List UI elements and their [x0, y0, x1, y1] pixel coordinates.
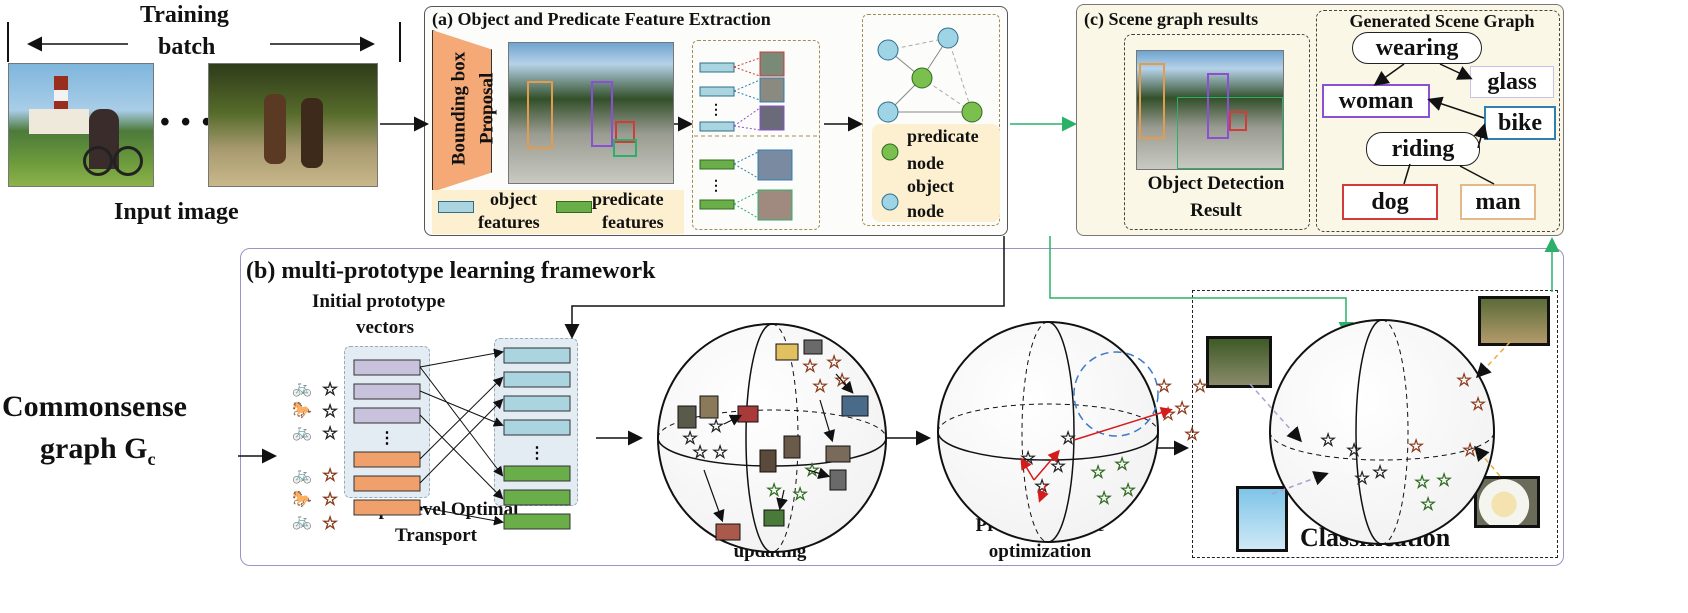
- updating-label-line2: updating: [733, 541, 807, 562]
- input-image-label: Input image: [114, 199, 239, 225]
- node-dog: dog: [1342, 184, 1438, 220]
- node-riding: riding: [1366, 132, 1480, 166]
- node-wearing: wearing: [1352, 32, 1482, 64]
- loss-ics: ℒICS: [1004, 371, 1041, 400]
- detection-label-line1: Object Detection: [1147, 173, 1285, 194]
- detection-photo-c: [1136, 50, 1284, 170]
- predicate-features-line1: predicate: [592, 189, 664, 209]
- feature-crops-box: [692, 40, 820, 230]
- input-photo-lighthouse: [8, 63, 154, 187]
- riding-label: riding: [1302, 430, 1360, 456]
- optimization-label-line2: optimization: [988, 541, 1092, 562]
- bbox-proposal-label-line2: Proposal: [476, 72, 498, 145]
- transport-label-line1: Triple-level Optimal: [353, 499, 519, 520]
- commonsense-line2: graph Gc: [40, 432, 156, 470]
- loss-ics-symbol: ℒ: [1004, 371, 1020, 396]
- panel-c-title: (c) Scene graph results: [1084, 9, 1259, 29]
- optimization-label-line1: Prototype space: [975, 515, 1105, 536]
- classification-label: Classification: [1300, 523, 1451, 552]
- object-node-line2: node: [907, 201, 945, 221]
- initial-prototype-line1: Initial prototype: [312, 291, 446, 312]
- object-feature-swatch: [438, 201, 474, 213]
- node-bike: bike: [1484, 106, 1556, 140]
- batch-ellipsis: • • •: [160, 107, 214, 138]
- thumb-bowl: [1474, 476, 1540, 528]
- updating-label-line1: Prototype: [730, 515, 810, 536]
- classification-box: [1192, 290, 1558, 558]
- detection-result-box: [1124, 34, 1310, 230]
- predicate-node-line2: node: [907, 153, 945, 173]
- bbox-proposal-box: [432, 30, 492, 192]
- detection-label-line2: Result: [1190, 200, 1242, 221]
- detection-photo-a: [508, 42, 674, 184]
- thumb-surfer: [1236, 486, 1288, 552]
- panel-b-title: (b) multi-prototype learning framework: [246, 258, 656, 284]
- training-batch-title-line1: Training: [140, 2, 229, 28]
- panel-a-title: (a) Object and Predicate Feature Extract…: [432, 9, 771, 29]
- lying-label-line1: lying: [1398, 354, 1448, 380]
- object-features-line2: features: [478, 212, 540, 232]
- commonsense-graph-subscript: c: [147, 449, 156, 469]
- node-glass: glass: [1470, 66, 1554, 98]
- object-features-line1: object: [490, 189, 537, 209]
- training-batch-title-line2: batch: [158, 34, 216, 60]
- lying-label-line2: on: [1414, 396, 1438, 422]
- predicate-feature-swatch: [556, 201, 592, 213]
- node-woman: woman: [1322, 84, 1430, 118]
- generated-graph-title: Generated Scene Graph: [1349, 11, 1535, 31]
- input-photo-horses: [208, 63, 378, 187]
- loss-ics-subscript: ICS: [1019, 384, 1041, 400]
- commonsense-line1: Commonsense: [2, 390, 187, 423]
- thumb-bench: [1478, 296, 1550, 346]
- predicate-features-line2: features: [602, 212, 664, 232]
- object-node-line1: object: [907, 176, 954, 196]
- bbox-proposal-label-line1: Bounding box: [448, 51, 470, 166]
- target-prototype-column: [494, 338, 578, 506]
- generated-graph-box: [1316, 10, 1560, 232]
- initial-prototype-column: [344, 346, 430, 498]
- thumb-walking: [1206, 336, 1272, 388]
- loss-icc-symbol: ℒ: [996, 479, 1012, 504]
- loss-icc-subscript: ICC: [1011, 492, 1034, 508]
- predicate-node-line1: predicate: [907, 126, 979, 146]
- node-man: man: [1460, 184, 1536, 220]
- initial-prototype-line2: vectors: [356, 317, 415, 338]
- transport-label-line2: Transport: [395, 525, 477, 546]
- commonsense-graph-label: graph G: [40, 432, 148, 465]
- loss-icc: ℒICC: [996, 479, 1034, 508]
